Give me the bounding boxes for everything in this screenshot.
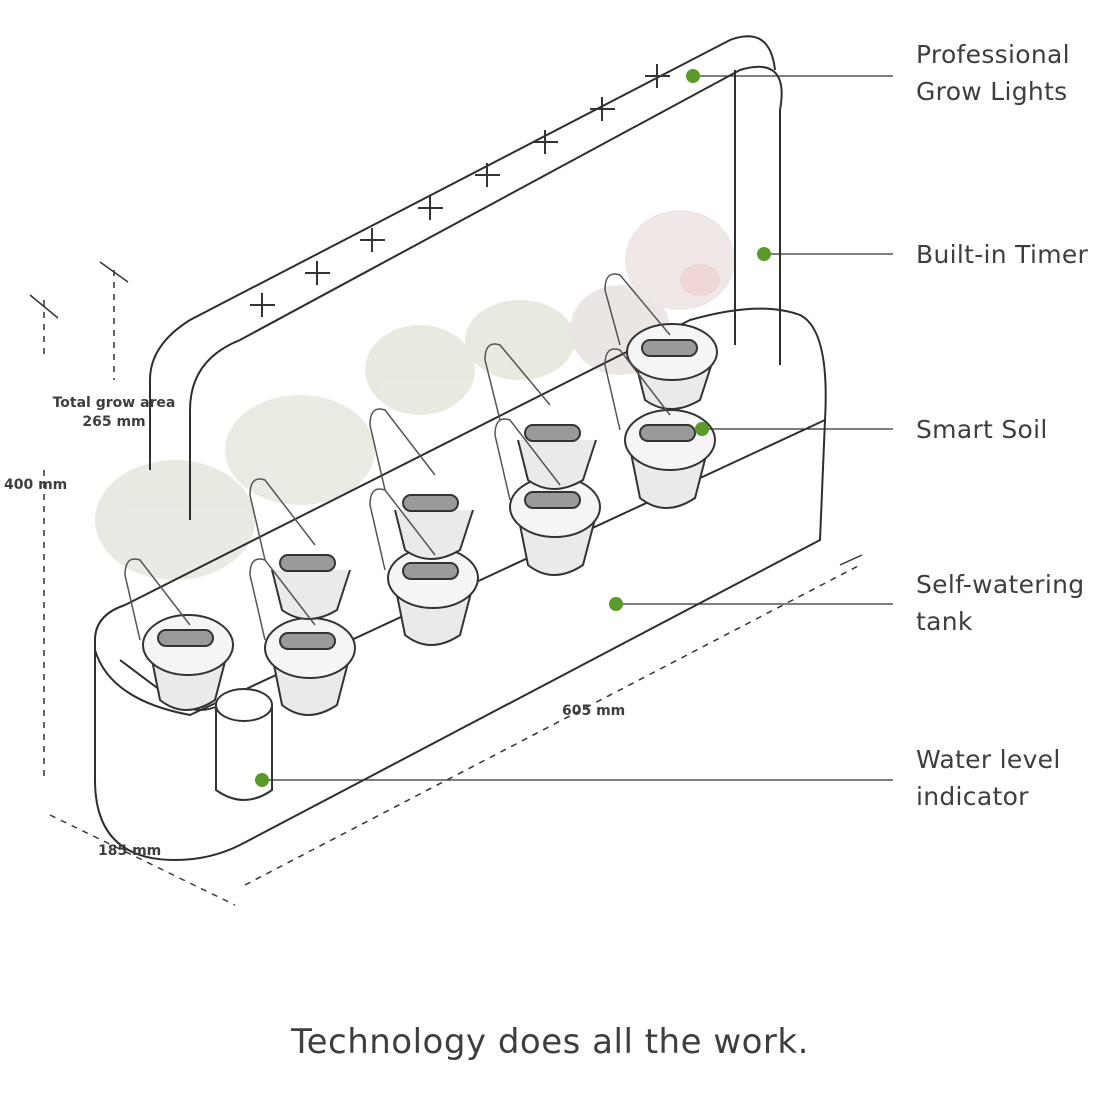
pod: [626, 323, 718, 410]
lamp-arm: [149, 35, 783, 520]
pod: [271, 554, 351, 620]
water-level-marker: [255, 773, 269, 787]
tagline: Technology does all the work.: [291, 1022, 809, 1062]
timer-marker: [757, 247, 771, 261]
grow-lights-marker: [686, 69, 700, 83]
pod: [387, 547, 479, 646]
dim-depth: 185 mm: [98, 843, 162, 859]
tank-marker: [609, 597, 623, 611]
callout-smart-soil: Smart Soil: [916, 411, 1048, 448]
callout-timer-line1: Built-in Timer: [916, 240, 1089, 269]
pod: [142, 614, 234, 711]
dim-grow-area-line2: 265 mm: [82, 414, 146, 430]
dimension-lines: [29, 261, 863, 906]
water-level-tube: [215, 688, 273, 801]
callout-grow-lights-line1: Professional: [916, 40, 1070, 69]
pod: [264, 617, 356, 716]
dim-height: 400 mm: [4, 477, 68, 493]
callout-grow-lights: Professional Grow Lights: [916, 36, 1070, 110]
plants: [95, 210, 735, 580]
dim-length: 605 mm: [562, 703, 626, 719]
pod: [517, 424, 597, 490]
smart-soil-marker: [695, 422, 709, 436]
callout-tank-line1: Self-watering: [916, 570, 1085, 599]
pod: [394, 494, 474, 560]
dim-grow-area: Total grow area 265 mm: [34, 394, 194, 432]
dim-grow-area-line1: Total grow area: [52, 395, 176, 411]
seed-pods: [142, 323, 718, 716]
callout-water-level: Water level indicator: [916, 741, 1061, 815]
callout-tank-line2: tank: [916, 607, 973, 636]
callout-leaders: [262, 75, 893, 781]
pod: [509, 476, 601, 576]
garden-base: [94, 307, 827, 862]
pod-domes: [124, 273, 671, 641]
light-marks: [250, 64, 670, 317]
callout-water-level-line2: indicator: [916, 782, 1029, 811]
callout-timer: Built-in Timer: [916, 236, 1088, 273]
callout-markers: [255, 69, 771, 787]
callout-tank: Self-watering tank: [916, 566, 1084, 640]
pod: [624, 409, 716, 509]
callout-grow-lights-line2: Grow Lights: [916, 77, 1068, 106]
callout-water-level-line1: Water level: [916, 745, 1061, 774]
callout-smart-soil-line1: Smart Soil: [916, 415, 1048, 444]
